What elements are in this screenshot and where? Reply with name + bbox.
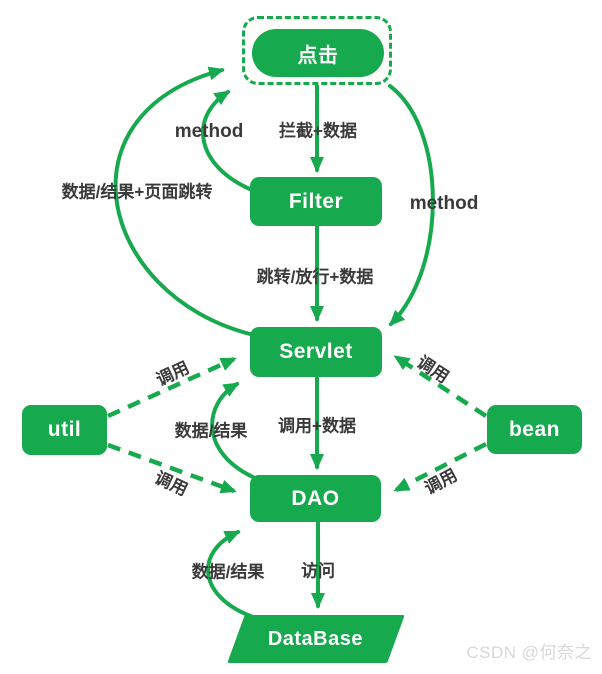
node-database-label: DataBase xyxy=(268,627,364,650)
node-servlet: Servlet xyxy=(250,327,382,377)
arrow-database-to-dao xyxy=(206,530,255,619)
edge-label-data-result-mid: 数据/结果 xyxy=(174,421,248,441)
edge-label-data-result-jump: 数据/结果+页面跳转 xyxy=(61,182,213,202)
edge-label-data-result-bottom: 数据/结果 xyxy=(191,562,265,582)
arrow-filter-to-click xyxy=(201,90,254,192)
edge-label-intercept-data: 拦截+数据 xyxy=(279,121,357,141)
csdn-watermark: CSDN @何奈之 xyxy=(466,643,592,662)
node-database: DataBase xyxy=(227,615,405,663)
node-util: util xyxy=(22,405,107,455)
edge-label-method-right: method xyxy=(409,193,479,214)
node-bean: bean xyxy=(487,405,582,454)
arrow-servlet-to-click xyxy=(113,66,252,336)
edge-label-method-left: method xyxy=(174,121,244,142)
edge-label-call-plus-data: 调用+数据 xyxy=(278,416,356,436)
arrow-bean-to-dao xyxy=(393,441,488,493)
arrow-dao-to-servlet xyxy=(210,382,255,479)
edge-label-forward-pass-data: 跳转/放行+数据 xyxy=(256,267,374,287)
arrow-util-to-dao xyxy=(107,442,237,494)
node-dao: DAO xyxy=(250,475,381,522)
node-click: 点击 xyxy=(252,29,384,77)
arrow-bean-to-servlet xyxy=(393,355,488,418)
edge-label-access: 访问 xyxy=(301,561,335,581)
arrow-click-to-servlet xyxy=(388,84,435,327)
arrow-util-to-servlet xyxy=(107,356,237,419)
node-filter: Filter xyxy=(250,177,382,226)
